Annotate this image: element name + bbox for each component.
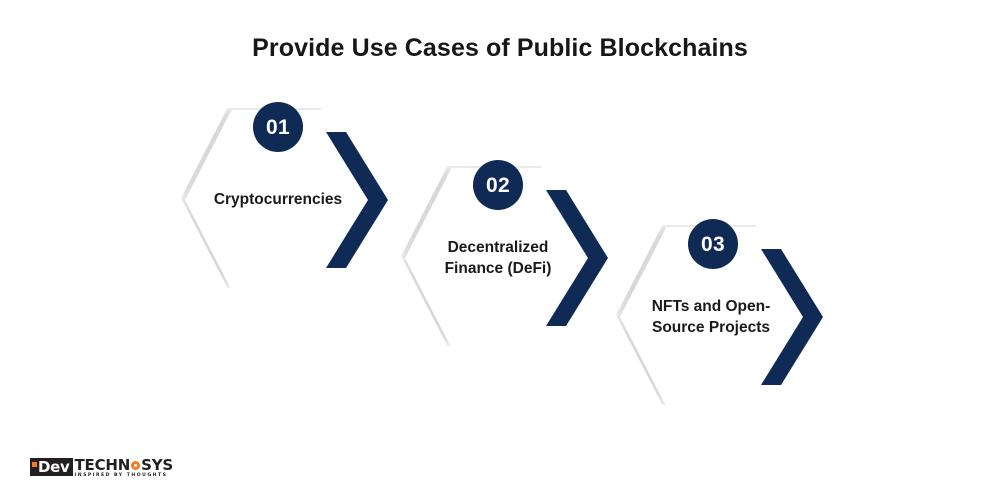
- logo-wordmark: TECHN SYS INSPIRED BY THOUGHTS: [74, 456, 174, 479]
- page-title: Provide Use Cases of Public Blockchains: [252, 34, 748, 62]
- logo-word-sys: SYS: [141, 456, 173, 474]
- logo-dev-mark: Dev: [30, 458, 73, 476]
- logo-word-row: TECHN SYS: [74, 456, 174, 474]
- gear-icon: [131, 460, 141, 470]
- step-badge-02: 02: [473, 160, 523, 210]
- devtechnosys-logo: Dev TECHN SYS INSPIRED BY THOUGHTS: [30, 458, 173, 488]
- step-badge-03: 03: [688, 219, 738, 269]
- logo-orange-square-icon: [32, 462, 37, 467]
- chevron-right-icon-03: [761, 249, 823, 385]
- logo-tagline: INSPIRED BY THOUGHTS: [74, 473, 168, 478]
- step-number-02: 02: [486, 173, 510, 197]
- logo-dev-text: Dev: [38, 458, 70, 476]
- logo-word-techn: TECHN: [74, 456, 131, 474]
- chevron-right-icon-01: [326, 132, 388, 268]
- step-number-03: 03: [701, 232, 725, 256]
- step-label-02: Decentralized Finance (DeFi): [444, 239, 552, 277]
- step-label-03: NFTs and Open- Source Projects: [651, 298, 771, 336]
- step-label-01: Cryptocurrencies: [213, 191, 343, 208]
- chevron-right-icon-02: [546, 190, 608, 326]
- step-badge-01: 01: [253, 102, 303, 152]
- step-number-01: 01: [266, 115, 290, 139]
